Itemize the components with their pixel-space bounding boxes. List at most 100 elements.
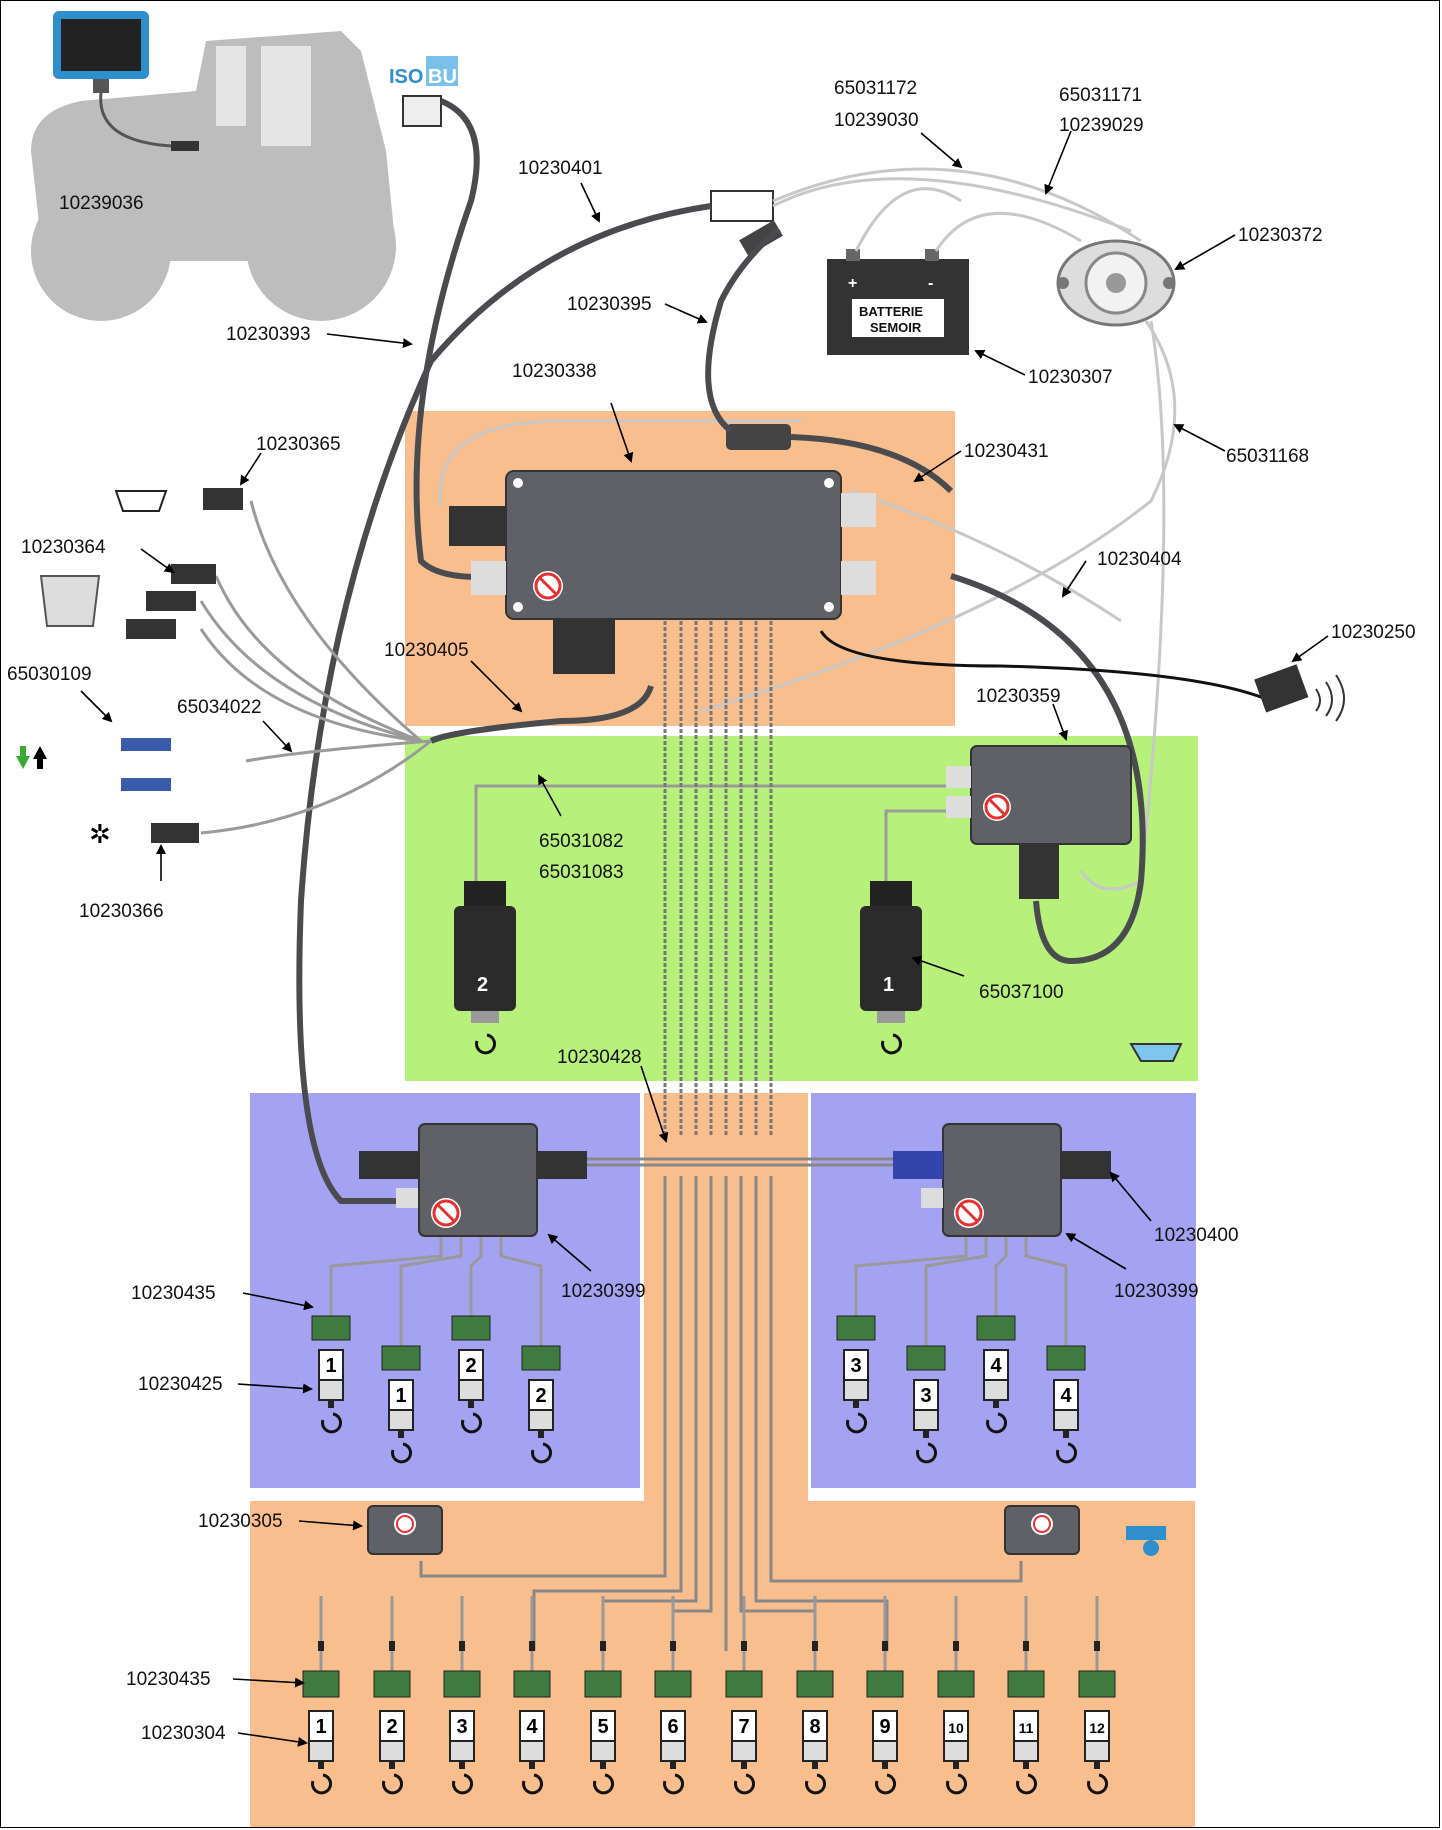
row-connector	[318, 1641, 324, 1651]
fert-cable	[329, 1237, 443, 1316]
svg-text:-: -	[928, 275, 933, 292]
fert-sensor-right-4	[1046, 1345, 1086, 1371]
row-connector	[882, 1641, 888, 1651]
row-sensor-3	[443, 1670, 481, 1698]
svg-text:3: 3	[850, 1355, 861, 1377]
fert-sensor-left-1	[311, 1315, 351, 1341]
row-motor-6: 6	[660, 1710, 686, 1795]
row-sensor-9	[866, 1670, 904, 1698]
fert-motor-right-4-rotation-icon	[1056, 1442, 1078, 1464]
fuse-holder-2	[739, 220, 783, 256]
seed-drill-icon	[1126, 1526, 1166, 1556]
label-65034022: 65034022	[177, 697, 262, 718]
svg-text:9: 9	[879, 1716, 890, 1738]
label-10239029: 10239029	[1059, 115, 1144, 136]
row-motor-10-rotation-icon	[946, 1773, 968, 1795]
svg-text:6: 6	[667, 1716, 678, 1738]
switch-1	[121, 738, 171, 751]
row-motor-12: 12	[1084, 1710, 1110, 1795]
rotation-icon-m1	[881, 1033, 903, 1055]
label-10230393: 10230393	[226, 324, 311, 345]
fert-motor-left-1-rotation-icon	[321, 1412, 343, 1434]
svg-text:2: 2	[386, 1716, 397, 1738]
svg-text:1: 1	[315, 1716, 326, 1738]
label-10230250: 10230250	[1331, 622, 1416, 643]
zone-row-units	[250, 1501, 1195, 1827]
svg-text:3: 3	[456, 1716, 467, 1738]
svg-text:1: 1	[883, 974, 894, 996]
label-10230431: 10230431	[964, 441, 1049, 462]
row-sensor-7	[725, 1670, 763, 1698]
light-cables	[438, 167, 1177, 891]
row-motor-6-rotation-icon	[663, 1773, 685, 1795]
fert-sensor-right-1	[836, 1315, 876, 1341]
row-motor-11-rotation-icon	[1016, 1773, 1038, 1795]
row-connector	[529, 1641, 535, 1651]
switch-2	[121, 778, 171, 791]
label-10230338: 10230338	[512, 361, 597, 382]
svg-text:1: 1	[395, 1385, 406, 1407]
row-sensor-5	[584, 1670, 622, 1698]
label-10230399-right: 10230399	[1114, 1281, 1199, 1302]
row-sensor-2	[373, 1670, 411, 1698]
tractor-icon	[31, 31, 396, 321]
svg-text:8: 8	[809, 1716, 820, 1738]
row-connector	[1094, 1641, 1100, 1651]
label-10230307: 10230307	[1028, 367, 1113, 388]
label-10230359: 10230359	[976, 686, 1061, 707]
label-10230304: 10230304	[141, 1723, 226, 1744]
label-10230435-mid: 10230435	[131, 1283, 216, 1304]
svg-text:7: 7	[738, 1716, 749, 1738]
svg-text:5: 5	[597, 1716, 608, 1738]
label-10239036: 10239036	[59, 193, 144, 214]
fert-cable	[469, 1237, 483, 1316]
fert-motor-right-4: 4	[1053, 1379, 1079, 1464]
trunk-bundle	[663, 621, 773, 1136]
svg-text:ISO: ISO	[389, 66, 423, 88]
row-motor-2: 2	[379, 1710, 405, 1795]
svg-text:+: +	[848, 275, 857, 292]
svg-text:4: 4	[526, 1716, 538, 1738]
fert-sensor-left-4	[521, 1345, 561, 1371]
fert-motor-right-2-rotation-icon	[916, 1442, 938, 1464]
fert-cable	[994, 1237, 1008, 1316]
svg-text:BATTERIE: BATTERIE	[859, 304, 923, 319]
fert-motor-left-2: 1	[388, 1379, 414, 1464]
sensor-1	[171, 564, 216, 584]
fert-sensor-left-3	[451, 1315, 491, 1341]
label-65031082: 65031082	[539, 831, 624, 852]
rotation-icon-m2	[475, 1033, 497, 1055]
fert-motor-left-3: 2	[458, 1349, 484, 1434]
metering-ecu	[946, 745, 1132, 899]
svg-text:12: 12	[1089, 1720, 1105, 1736]
label-10239030: 10239030	[834, 110, 919, 131]
label-10230425: 10230425	[138, 1374, 223, 1395]
fert-cable	[499, 1237, 543, 1346]
sensor-2	[146, 591, 196, 611]
row-sensor-12	[1078, 1670, 1116, 1698]
level-sensor	[203, 488, 243, 510]
fert-motor-right-3-rotation-icon	[986, 1412, 1008, 1434]
row-motor-9-rotation-icon	[875, 1773, 897, 1795]
row-connector	[741, 1641, 747, 1651]
svg-text:1: 1	[325, 1355, 336, 1377]
dark-cables	[296, 98, 1146, 1204]
fuse-holder	[710, 190, 774, 222]
fert-cable	[1024, 1237, 1068, 1346]
row-sensor-11	[1007, 1670, 1045, 1698]
radar-sensor-icon	[1254, 664, 1345, 722]
inline-connector	[726, 424, 791, 450]
fert-motor-left-1: 1	[318, 1349, 344, 1434]
row-motor-4: 4	[519, 1710, 545, 1795]
fert-motor-left-4: 2	[528, 1379, 554, 1464]
radar-cable	[819, 630, 1272, 703]
row-motor-2-rotation-icon	[382, 1773, 404, 1795]
row-motor-7-rotation-icon	[734, 1773, 756, 1795]
row-sensor-10	[937, 1670, 975, 1698]
row-connector	[953, 1641, 959, 1651]
label-65030109: 65030109	[7, 664, 92, 685]
metering-motor-2: 2	[454, 881, 516, 1023]
svg-text:4: 4	[990, 1355, 1002, 1377]
row-connector	[670, 1641, 676, 1651]
